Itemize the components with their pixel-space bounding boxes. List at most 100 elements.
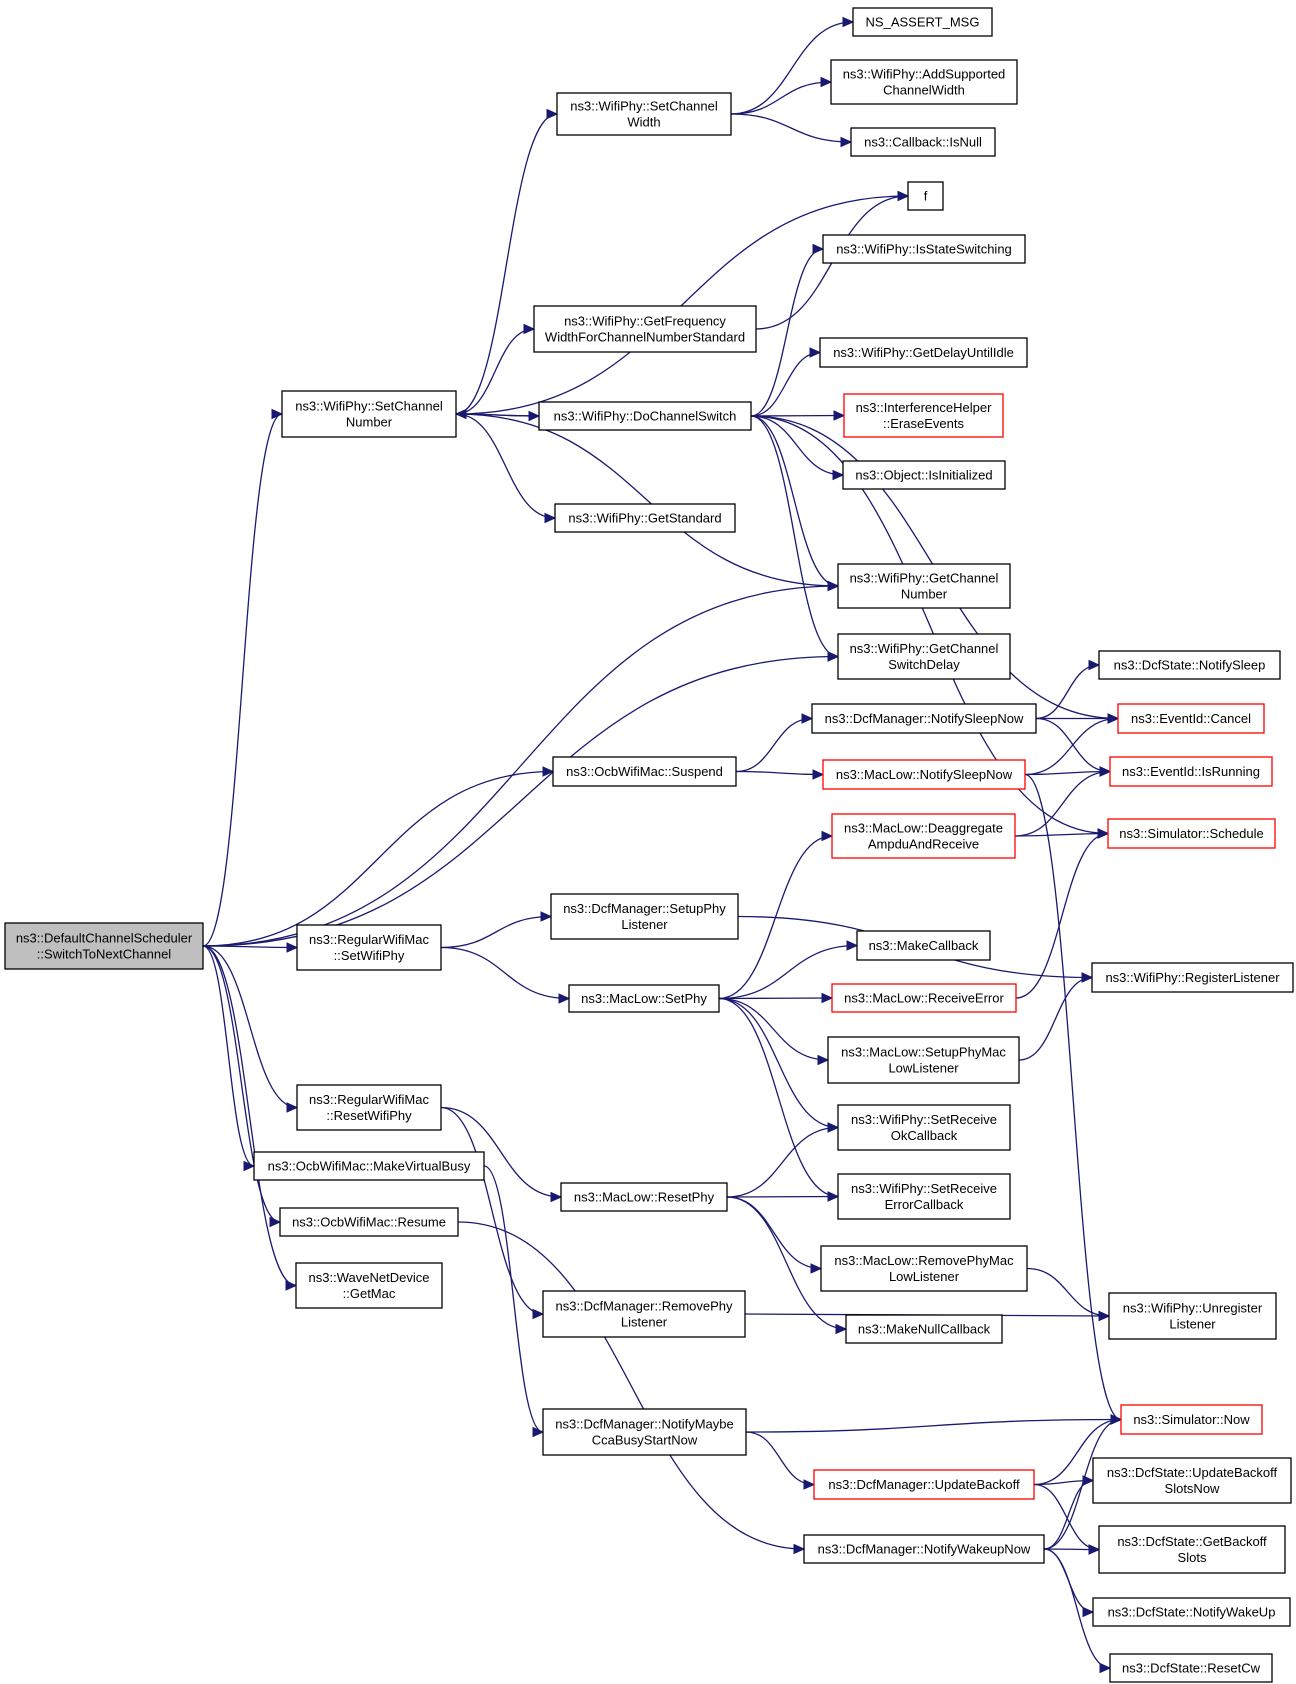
node-dcfStateNotifySleep[interactable]: ns3::DcfState::NotifySleep <box>1098 650 1281 680</box>
node-dcfNotifyWakeupNow[interactable]: ns3::DcfManager::NotifyWakeupNow <box>803 1534 1045 1564</box>
node-root[interactable]: ns3::DefaultChannelScheduler::SwitchToNe… <box>4 922 204 970</box>
node-eventIdIsRunning[interactable]: ns3::EventId::IsRunning <box>1109 756 1273 787</box>
edge-line <box>202 770 554 947</box>
edge-line <box>1035 664 1100 720</box>
node-label: ns3::WifiPhy::SetReceive <box>851 1181 997 1196</box>
call-edge-ocbSuspend-to-macLowNotifySleepNow <box>735 769 825 780</box>
node-box <box>819 337 1028 368</box>
node-label: ChannelWidth <box>883 83 965 98</box>
edge-arrowhead <box>827 1191 840 1202</box>
node-box <box>556 92 732 136</box>
call-edge-dcfNotifyMaybeCca-to-simulatorNow <box>745 1414 1123 1433</box>
node-label: ns3::WifiPhy::AddSupported <box>843 67 1006 82</box>
node-ocbSuspend[interactable]: ns3::OcbWifiMac::Suspend <box>552 756 737 787</box>
node-registerListener[interactable]: ns3::WifiPhy::RegisterListener <box>1091 962 1294 993</box>
node-doChannelSwitch[interactable]: ns3::WifiPhy::DoChannelSwitch <box>538 401 752 431</box>
edge-arrowhead <box>827 580 840 592</box>
node-isInitialized[interactable]: ns3::Object::IsInitialized <box>842 460 1006 490</box>
node-label: Listener <box>1169 1317 1216 1332</box>
node-simulatorNow[interactable]: ns3::Simulator::Now <box>1120 1404 1263 1435</box>
node-macLowResetPhy[interactable]: ns3::MacLow::ResetPhy <box>560 1182 728 1212</box>
node-ocbResume[interactable]: ns3::OcbWifiMac::Resume <box>279 1207 459 1237</box>
edge-arrowhead <box>269 1216 282 1228</box>
node-label: ns3::InterferenceHelper <box>856 400 993 415</box>
node-macLowSetPhy[interactable]: ns3::MacLow::SetPhy <box>568 984 720 1013</box>
node-receiveError[interactable]: ns3::MacLow::ReceiveError <box>831 983 1017 1013</box>
node-getMac[interactable]: ns3::WaveNetDevice::GetMac <box>295 1262 443 1309</box>
edge-arrowhead <box>544 512 557 524</box>
node-label: ns3::WifiPhy::SetChannel <box>295 399 443 414</box>
call-edge-dcfNotifyWakeupNow-to-resetCw <box>1043 1548 1112 1674</box>
edge-arrowhead <box>1099 1662 1112 1674</box>
node-label: ns3::WifiPhy::DoChannelSwitch <box>554 409 737 424</box>
node-isStateSwitching[interactable]: ns3::WifiPhy::IsStateSwitching <box>822 234 1026 264</box>
edge-line <box>455 413 839 587</box>
node-label: ns3::WaveNetDevice <box>309 1270 430 1285</box>
edge-arrowhead <box>1110 1414 1123 1425</box>
node-eventIdCancel[interactable]: ns3::EventId::Cancel <box>1117 703 1265 734</box>
node-makeVirtualBusy[interactable]: ns3::OcbWifiMac::MakeVirtualBusy <box>253 1151 485 1181</box>
node-makeCallback[interactable]: ns3::MakeCallback <box>856 930 991 961</box>
edge-arrowhead <box>812 243 825 255</box>
node-f[interactable]: f <box>907 181 944 211</box>
call-edge-ocbSuspend-to-dcfNotifySleepNow <box>735 713 814 773</box>
node-label: ns3::DcfManager::SetupPhy <box>563 901 726 916</box>
edge-line <box>735 717 813 773</box>
edge-line <box>726 1196 822 1270</box>
node-setWifiPhy[interactable]: ns3::RegularWifiMac::SetWifiPhy <box>296 924 442 971</box>
node-makeNullCallback[interactable]: ns3::MakeNullCallback <box>845 1314 1003 1344</box>
node-label: ErrorCallback <box>885 1197 964 1212</box>
call-edge-dcfNotifyMaybeCca-to-dcfUpdateBackoff <box>745 1431 816 1490</box>
node-nsAssertMsg[interactable]: NS_ASSERT_MSG <box>852 7 993 37</box>
call-edge-root-to-setChannelNumber <box>202 408 284 947</box>
node-notifyWakeUp[interactable]: ns3::DcfState::NotifyWakeUp <box>1092 1597 1291 1627</box>
node-callbackIsNull[interactable]: ns3::Callback::IsNull <box>850 127 996 157</box>
node-resetWifiPhy[interactable]: ns3::RegularWifiMac::ResetWifiPhy <box>296 1084 442 1131</box>
node-box <box>554 503 736 533</box>
call-edge-deaggregate-to-eventIdIsRunning <box>1014 766 1112 837</box>
node-eraseEvents[interactable]: ns3::InterferenceHelper::EraseEvents <box>843 393 1004 438</box>
node-label: ns3::WifiPhy::RegisterListener <box>1105 970 1280 985</box>
node-box <box>1109 756 1273 787</box>
call-edge-setWifiPhy-to-dcfSetupPhyListener <box>440 911 553 949</box>
node-label: Number <box>346 415 393 430</box>
node-getFreqWidth[interactable]: ns3::WifiPhy::GetFrequencyWidthForChanne… <box>533 305 757 353</box>
node-label: ns3::DefaultChannelScheduler <box>16 931 193 946</box>
edge-arrowhead <box>801 713 814 724</box>
node-dcfNotifySleepNow[interactable]: ns3::DcfManager::NotifySleepNow <box>811 703 1037 734</box>
node-getDelayUntilIdle[interactable]: ns3::WifiPhy::GetDelayUntilIdle <box>819 337 1028 368</box>
call-edge-macLowSetPhy-to-deaggregate <box>718 830 834 1000</box>
node-dcfUpdateBackoff[interactable]: ns3::DcfManager::UpdateBackoff <box>813 1469 1035 1500</box>
call-edge-macLowSetPhy-to-setReceiveError <box>718 997 840 1202</box>
call-edge-dcfNotifyWakeupNow-to-simulatorNow <box>1043 1414 1123 1550</box>
node-box <box>831 813 1016 859</box>
node-getStandard[interactable]: ns3::WifiPhy::GetStandard <box>554 503 736 533</box>
edge-arrowhead <box>817 1054 830 1066</box>
edge-line <box>455 413 540 417</box>
node-label: ::SetWifiPhy <box>334 948 405 963</box>
node-resetCw[interactable]: ns3::DcfState::ResetCw <box>1109 1653 1273 1683</box>
edge-line <box>750 415 839 658</box>
node-box <box>1109 1653 1273 1683</box>
node-simulatorSchedule[interactable]: ns3::Simulator::Schedule <box>1107 818 1276 849</box>
node-macLowNotifySleepNow[interactable]: ns3::MacLow::NotifySleepNow <box>822 759 1026 790</box>
call-edge-setChannelNumber-to-getStandard <box>455 413 557 524</box>
node-box <box>1117 703 1265 734</box>
node-box <box>295 1262 443 1309</box>
node-dcfNotifyMaybeCca[interactable]: ns3::DcfManager::NotifyMaybeCcaBusyStart… <box>542 1408 747 1456</box>
